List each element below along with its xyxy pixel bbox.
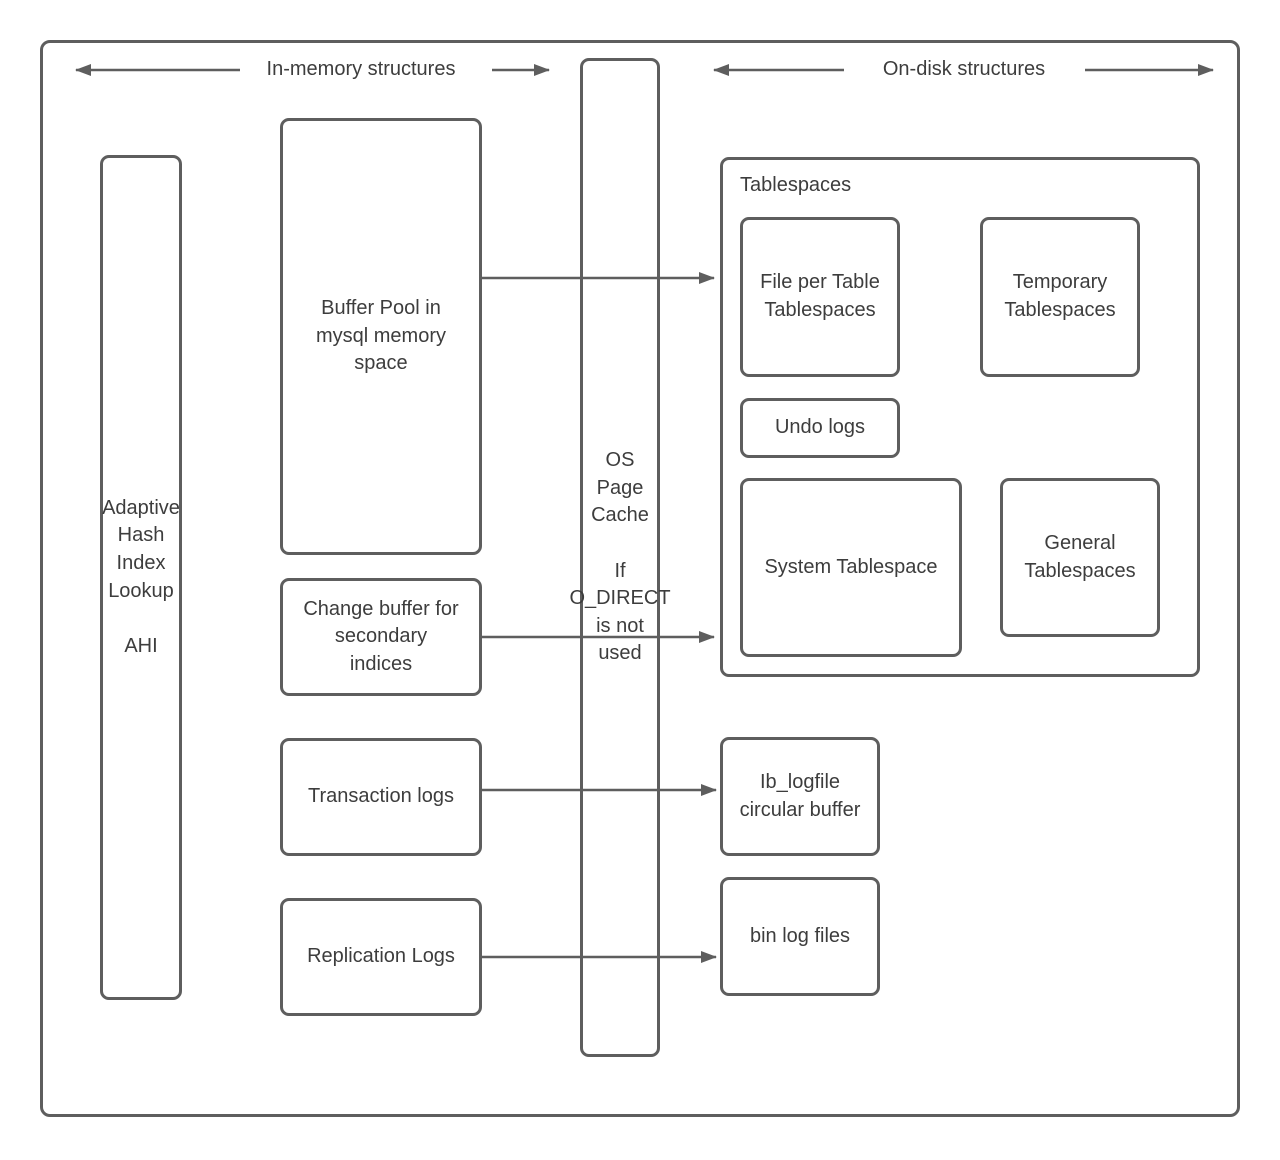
node-replication-logs: Replication Logs [280,898,482,1016]
node-change-buffer: Change buffer for secondary indices [280,578,482,696]
node-bin-log-files: bin log files [720,877,880,996]
node-temporary-tablespaces: Temporary Tablespaces [980,217,1140,377]
node-file-per-table-tablespaces: File per Table Tablespaces [740,217,900,377]
node-undo-logs: Undo logs [740,398,900,458]
on-disk-structures-header: On-disk structures [882,58,1046,80]
node-os-page-cache: OS Page Cache If O_DIRECT is not used [569,58,671,1057]
node-adaptive-hash-index: Adaptive Hash Index Lookup AHI [100,155,182,1000]
node-system-tablespace: System Tablespace [740,478,962,657]
in-memory-structures-header: In-memory structures [266,58,456,80]
node-ib-logfile-circular-buffer: Ib_logfile circular buffer [720,737,880,856]
node-transaction-logs: Transaction logs [280,738,482,856]
diagram-outer-frame [40,40,1240,1117]
node-buffer-pool: Buffer Pool in mysql memory space [280,118,482,555]
tablespaces-container [720,157,1200,677]
tablespaces-container-label: Tablespaces [740,174,852,196]
node-general-tablespaces: General Tablespaces [1000,478,1160,637]
